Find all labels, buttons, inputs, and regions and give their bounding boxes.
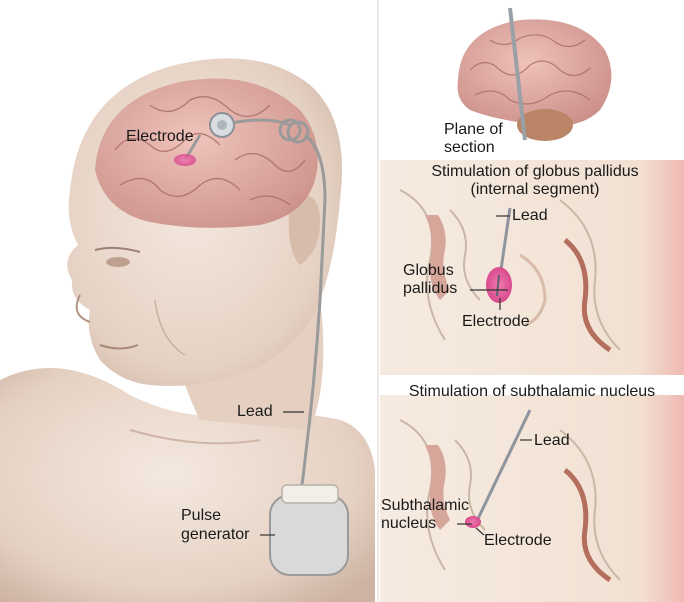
label-lead-left: Lead <box>237 403 273 421</box>
stn-title: Stimulation of subthalamic nucleus <box>382 383 682 401</box>
electrode-tip <box>174 154 196 166</box>
stn-label-target-line2: nucleus <box>381 515 436 533</box>
gp-label-target-line1: Globus <box>403 262 454 280</box>
gp-label-lead: Lead <box>512 207 548 225</box>
label-plane-of-section-line1: Plane of <box>444 121 503 139</box>
stn-label-lead: Lead <box>534 432 570 450</box>
stn-label-target-line1: Subthalamic <box>381 497 469 515</box>
gp-label-target-line2: pallidus <box>403 280 457 298</box>
stn-label-electrode: Electrode <box>484 532 552 550</box>
burr-hole-cap <box>210 113 234 137</box>
gp-title-line1: Stimulation of globus pallidus <box>390 163 680 181</box>
label-plane-of-section-line2: section <box>444 139 495 157</box>
label-pulse-generator-line2: generator <box>181 526 250 544</box>
label-electrode-brain: Electrode <box>126 128 194 146</box>
gp-label-electrode: Electrode <box>462 313 530 331</box>
pulse-generator-device <box>270 485 348 575</box>
gp-title-line2: (internal segment) <box>390 181 680 199</box>
label-pulse-generator-line1: Pulse <box>181 507 221 525</box>
